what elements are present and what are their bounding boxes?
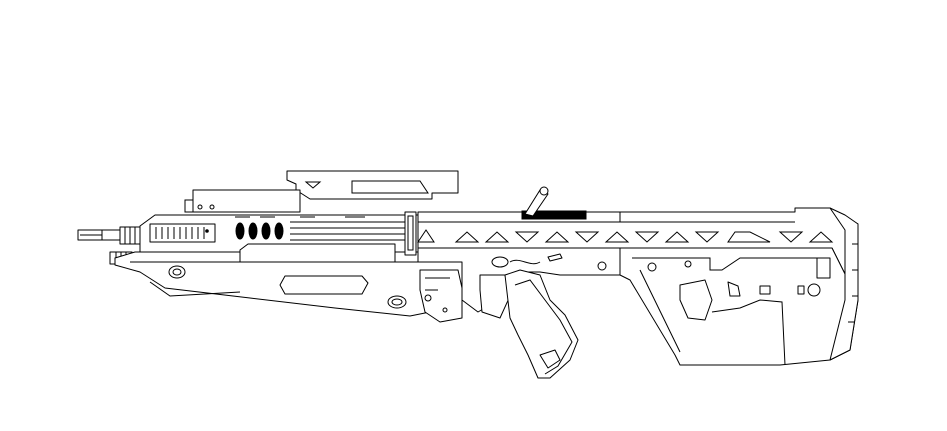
rear-sight-post [524, 186, 549, 217]
top-optic-rail [184, 170, 459, 213]
trigger-assembly [419, 269, 463, 323]
vent-holes [235, 222, 284, 240]
pistol-grip [504, 269, 579, 379]
stock [619, 247, 859, 366]
front-sight-block [149, 223, 216, 243]
top-rail [417, 207, 859, 301]
charging-handle [404, 211, 417, 256]
main-body [114, 243, 463, 317]
butt-pad [829, 207, 859, 361]
